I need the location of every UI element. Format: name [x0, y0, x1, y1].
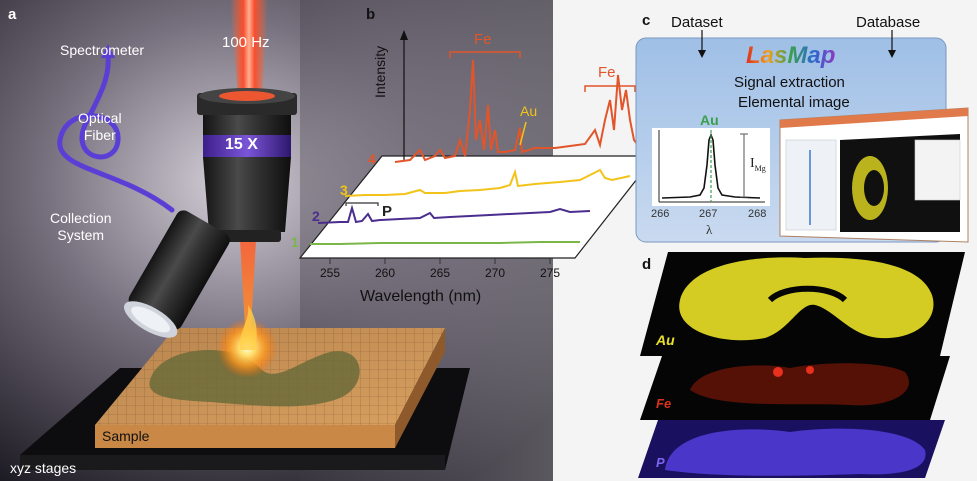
spectrum-2 — [317, 204, 591, 224]
sample-block-side — [395, 328, 445, 448]
collection-system — [124, 210, 230, 338]
p-label: P — [382, 203, 393, 220]
x-tick-260: 260 — [375, 266, 396, 280]
x-ticks — [329, 258, 551, 264]
map-fe-tissue — [690, 363, 909, 406]
optical-fiber-label-line1: Optical — [78, 110, 122, 126]
fe-label-2: Fe — [598, 64, 616, 81]
spectrum-1 — [310, 241, 580, 245]
x-tick-255: 255 — [320, 266, 341, 280]
collection-system-label: Collection System — [50, 210, 111, 244]
intensity-symbol-sub: Mg — [754, 163, 766, 173]
optical-fiber — [57, 52, 175, 213]
intensity-symbol-main: I — [750, 156, 755, 171]
laser-beam-lower — [240, 240, 256, 345]
fe-bracket-1 — [449, 51, 521, 58]
fe-bracket-2 — [584, 85, 636, 92]
peak-x-symbol: λ — [706, 222, 713, 237]
collection-system-label-line2: System — [57, 227, 105, 243]
database-arrow-icon — [888, 50, 896, 58]
fe-label-1: Fe — [474, 31, 492, 48]
objective-tip — [213, 230, 281, 242]
spectrum-3 — [344, 168, 631, 197]
peak-x-tick-267: 267 — [699, 208, 718, 220]
sample-block-front — [95, 425, 395, 448]
spectrum-number-3: 3 — [340, 182, 348, 198]
map-au-hilum — [767, 285, 848, 303]
spectrum-number-4: 4 — [368, 151, 376, 167]
map-p-tissue — [665, 428, 926, 476]
objective-aperture — [219, 91, 275, 101]
map-au-label: Au — [656, 332, 675, 348]
panel-a-letter: a — [8, 6, 17, 23]
objective-magnification-label: 15 X — [225, 136, 258, 153]
panel-d-letter: d — [642, 256, 652, 273]
map-fe-spot-1 — [773, 367, 783, 377]
software-window — [779, 107, 969, 243]
plasma-flame — [239, 305, 257, 350]
x-tick-275: 275 — [540, 266, 561, 280]
xyz-stage-front — [20, 455, 445, 470]
elemental-image-label: Elemental image — [738, 94, 850, 111]
objective-body — [203, 157, 291, 232]
signal-extraction-label: Signal extraction — [734, 74, 845, 91]
lasmap-logo: LasMap — [746, 42, 836, 69]
intensity-arrow-icon — [400, 30, 408, 40]
au-pointer — [519, 121, 527, 146]
laser-frequency-label: 100 Hz — [222, 34, 270, 51]
map-p-label: P — [656, 455, 665, 470]
intensity-symbol: IMg — [750, 156, 766, 173]
fiber-arrow-icon — [101, 44, 115, 58]
map-fe-label: Fe — [656, 396, 672, 411]
intensity-axis-label: Intensity — [372, 45, 388, 98]
x-tick-270: 270 — [485, 266, 506, 280]
objective-band — [203, 135, 291, 157]
objective-neck — [203, 115, 291, 135]
dataset-arrow-icon — [698, 50, 706, 58]
p-bracket — [345, 202, 379, 206]
optical-fiber-label-line2: Fiber — [83, 127, 116, 143]
x-tick-265: 265 — [430, 266, 451, 280]
collection-system-label-line1: Collection — [50, 210, 112, 226]
peak-x-tick-266: 266 — [651, 208, 670, 220]
panel-b-letter: b — [366, 6, 376, 23]
spectrum-number-1: 1 — [291, 234, 299, 250]
peak-element-label: Au — [700, 112, 719, 128]
spectrum-4 — [394, 59, 649, 163]
tissue-section — [149, 349, 360, 407]
map-fe-spot-2 — [806, 366, 814, 374]
sample-label: Sample — [102, 428, 150, 444]
peak-x-tick-268: 268 — [748, 208, 767, 220]
dataset-label: Dataset — [671, 14, 723, 31]
spectrometer-label: Spectrometer — [60, 42, 145, 58]
database-label: Database — [856, 14, 921, 31]
map-au-tissue — [679, 257, 934, 341]
laser-beam-upper — [230, 0, 268, 95]
au-label: Au — [520, 103, 538, 119]
xyz-stages-label: xyz stages — [10, 460, 77, 476]
wavelength-axis-label: Wavelength (nm) — [360, 288, 482, 305]
panel-c-letter: c — [642, 12, 651, 29]
spectrum-number-2: 2 — [312, 208, 320, 224]
optical-fiber-label: Optical Fiber — [78, 110, 122, 144]
